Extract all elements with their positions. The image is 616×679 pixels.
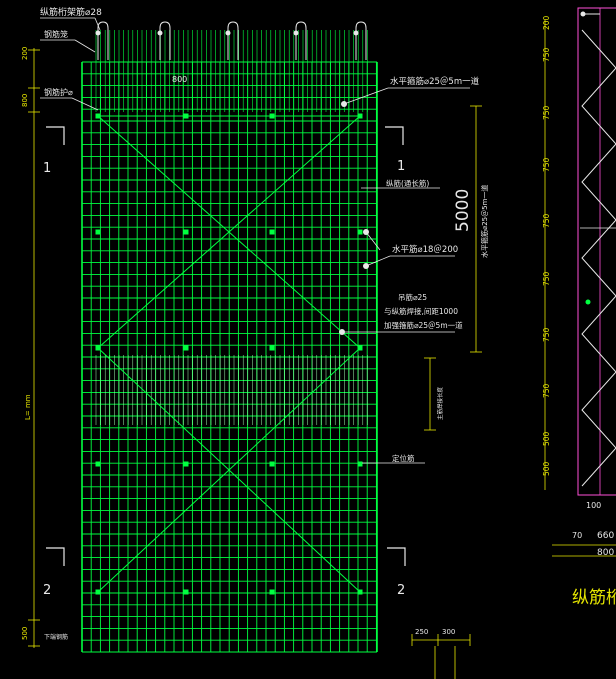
- right-dim-660: 660: [597, 531, 614, 541]
- node-dot: [183, 229, 189, 235]
- right-dim-label: 750: [542, 157, 551, 172]
- cage-note: 钢筋笼: [44, 29, 68, 39]
- truss-zigzag: [581, 29, 616, 487]
- diagonal-brace: [97, 347, 361, 593]
- section-mark-2-left: 2: [43, 583, 51, 598]
- vertical-hoop-note: 水平箍筋⌀25＠5m一道: [480, 185, 489, 258]
- guard-note: 钢筋护⌀: [44, 87, 73, 97]
- section-brackets: [46, 126, 406, 566]
- label-horizontal-hoop: 水平箍筋⌀25＠5m一道: [390, 76, 480, 87]
- length-dim: L= mm: [24, 394, 32, 420]
- label-hanger: 吊筋⌀25: [398, 292, 427, 302]
- section-mark-1-right: 1: [397, 159, 405, 174]
- right-dim-label: 750: [542, 383, 551, 398]
- dim-500-left: 500: [21, 627, 29, 640]
- right-dim-label: 750: [542, 213, 551, 228]
- right-dim-label: 750: [542, 105, 551, 120]
- node-dot: [95, 461, 101, 467]
- section-mark-2-right: 2: [397, 583, 405, 598]
- node-dot: [269, 589, 275, 595]
- leader-lines: [40, 17, 470, 464]
- mid-top-dim: 800: [172, 75, 187, 84]
- dim-250: 250: [415, 628, 428, 636]
- dim-5000: 5000: [453, 189, 473, 232]
- dimension-lines: [28, 20, 616, 679]
- section-mark-1-left: 1: [43, 161, 51, 176]
- rebar-mesh: [81, 30, 378, 653]
- right-dim-800: 800: [597, 548, 614, 558]
- node-dot: [95, 589, 101, 595]
- node-dot: [183, 113, 189, 119]
- right-panel-dims: 200 750 750 750 750 750 750 750 500 500: [542, 15, 551, 476]
- label-longitudinal: 纵筋(通长筋): [386, 178, 429, 188]
- node-dot: [95, 113, 101, 119]
- node-dot: [95, 345, 101, 351]
- right-dim-100: 100: [586, 501, 601, 510]
- node-dot: [357, 345, 363, 351]
- top-bar-note: 纵筋桁架筋⌀28: [40, 6, 102, 18]
- right-dim-label: 500: [542, 461, 551, 476]
- node-dot: [95, 229, 101, 235]
- truss-title: 纵筋桁架: [572, 588, 616, 608]
- right-dim-label: 750: [542, 327, 551, 342]
- node-points: [95, 113, 363, 595]
- node-dot: [357, 229, 363, 235]
- node-dot: [357, 461, 363, 467]
- node-dot: [183, 345, 189, 351]
- node-dot: [183, 589, 189, 595]
- right-dim-label: 750: [542, 271, 551, 286]
- label-positioning: 定位筋: [392, 453, 415, 463]
- node-dot: [357, 589, 363, 595]
- node-dot: [183, 461, 189, 467]
- node-dot: [269, 229, 275, 235]
- label-hanger-weld: 与纵筋焊接,间距1000: [384, 306, 458, 316]
- node-dot: [269, 345, 275, 351]
- right-dim-70: 70: [572, 531, 582, 540]
- node-dot: [269, 461, 275, 467]
- dim-200: 200: [21, 47, 29, 60]
- leader-dots: [95, 30, 369, 335]
- label-reinforce-hoop: 加强箍筋⌀25＠5m一道: [384, 320, 463, 330]
- hook: [295, 21, 307, 60]
- hook: [159, 21, 171, 60]
- hook: [355, 21, 367, 60]
- right-dim-label: 200: [542, 15, 551, 30]
- cross-bracing: [97, 115, 361, 593]
- dim-800-left: 800: [21, 94, 29, 107]
- weld-length-note: 主筋焊接长度: [436, 386, 444, 420]
- hook: [227, 21, 239, 60]
- right-truss-panel: [577, 7, 616, 496]
- right-dim-label: 750: [542, 47, 551, 62]
- bottom-bar-note: 下端钢筋: [44, 633, 68, 641]
- dim-300: 300: [442, 628, 455, 636]
- diagonal-brace: [97, 115, 361, 349]
- node-dot: [357, 113, 363, 119]
- node-dot: [269, 113, 275, 119]
- right-dim-label: 500: [542, 431, 551, 446]
- label-horizontal-bar: 水平筋⌀18＠200: [392, 244, 458, 255]
